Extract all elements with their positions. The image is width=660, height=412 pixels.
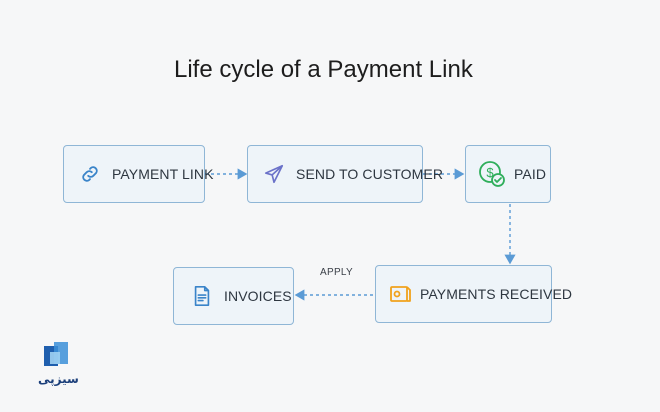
dollar-check-icon: $ [478, 160, 506, 188]
node-invoices: INVOICES [173, 267, 294, 325]
node-payment-link: PAYMENT LINK [63, 145, 213, 203]
diagram-title: Life cycle of a Payment Link [174, 56, 473, 83]
link-icon [78, 162, 102, 186]
node-paid: $ PAID [465, 145, 551, 203]
node-label-payments-received: PAYMENTS RECEIVED [420, 286, 573, 302]
document-icon [190, 284, 214, 308]
paper-plane-icon [262, 162, 286, 186]
node-send-to-customer: SEND TO CUSTOMER [247, 145, 443, 203]
watermark-text: سیزپی [38, 372, 79, 386]
node-label-invoices: INVOICES [224, 288, 292, 304]
node-payments-received: PAYMENTS RECEIVED [375, 265, 572, 323]
watermark-logo [44, 342, 68, 366]
node-label-paid: PAID [514, 166, 547, 182]
cheque-icon [388, 282, 412, 306]
apply-edge-label: APPLY [320, 267, 353, 278]
svg-text:$: $ [486, 165, 494, 180]
node-label-send-to-customer: SEND TO CUSTOMER [296, 166, 444, 182]
node-label-payment-link: PAYMENT LINK [112, 166, 214, 182]
